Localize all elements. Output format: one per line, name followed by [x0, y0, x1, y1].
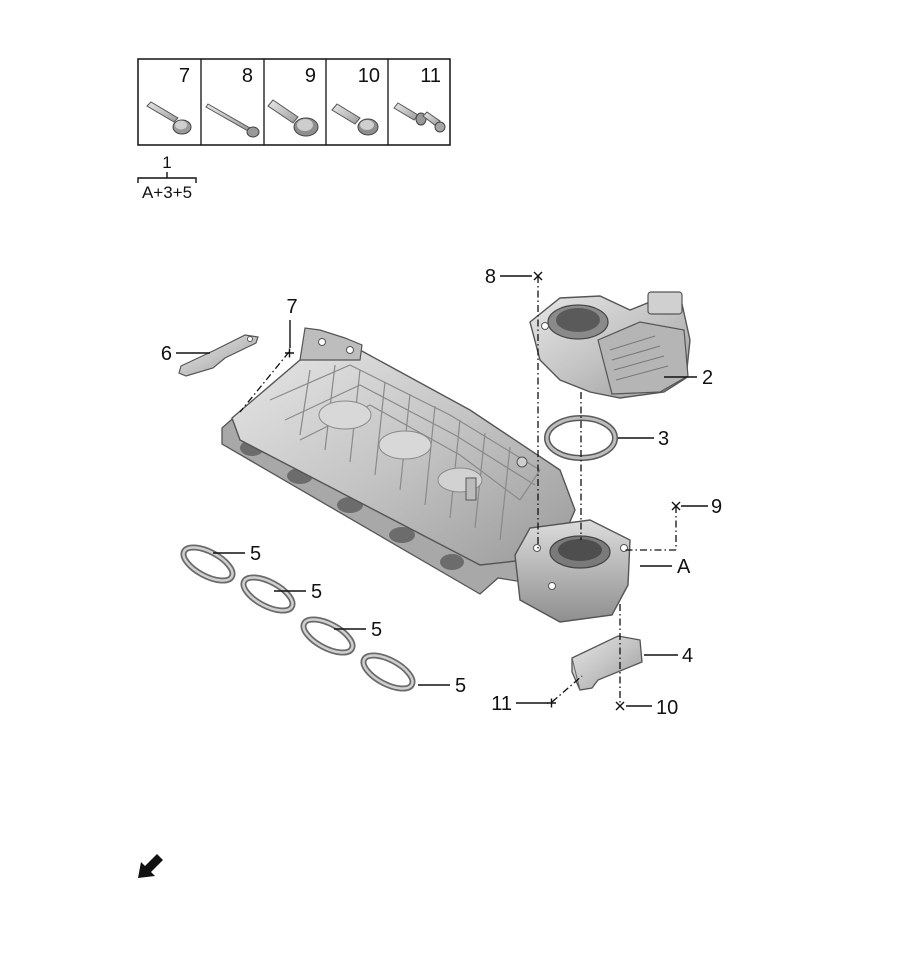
seal-5-a: [180, 544, 236, 584]
callout-10: 10: [656, 697, 678, 719]
bolt-10-icon: [331, 103, 379, 136]
callout-5-d: 5: [455, 675, 466, 697]
cover-plate-4: [571, 635, 643, 691]
seal-5-b: [240, 574, 296, 614]
intake-seals-5: [180, 544, 416, 692]
callout-leaders: [176, 271, 708, 711]
callout-5-b: 5: [311, 581, 322, 603]
callout-2: 2: [702, 367, 713, 389]
assembly-lines: [239, 276, 677, 706]
table-header-10: 10: [358, 65, 380, 87]
assembly-number: 1: [162, 153, 171, 172]
callout-numbers: 8 7 6 2 3 9 A 4 10 11 5 5 5 5: [161, 266, 722, 719]
assembly-bracket-1: 1 A+3+5: [137, 153, 197, 202]
fastener-table: 7 8 9 10 11: [137, 58, 451, 146]
callout-4: 4: [682, 645, 693, 667]
callout-7: 7: [286, 296, 297, 318]
callout-a: A: [677, 556, 691, 578]
seal-5-d: [360, 652, 416, 692]
callout-3: 3: [658, 428, 669, 450]
arrow-down-left-icon: [138, 854, 163, 878]
stud-8-icon: [205, 103, 260, 138]
table-header-11: 11: [420, 65, 441, 87]
callout-5-c: 5: [371, 619, 382, 641]
bolt-9-icon: [267, 99, 319, 137]
table-header-8: 8: [242, 65, 253, 87]
callout-9: 9: [711, 496, 722, 518]
table-header-7: 7: [179, 65, 190, 87]
callout-6: 6: [161, 343, 172, 365]
bracket-6: [178, 334, 259, 377]
callout-8: 8: [485, 266, 496, 288]
assembly-contents: A+3+5: [142, 183, 192, 202]
bolt-7-icon: [146, 101, 192, 135]
table-header-9: 9: [305, 65, 316, 87]
intake-manifold: [221, 327, 631, 623]
callout-5-a: 5: [250, 543, 261, 565]
seal-5-c: [300, 616, 356, 656]
stud-11-icon: [393, 102, 446, 133]
throttle-body-2: [529, 291, 691, 399]
callout-11: 11: [491, 693, 512, 715]
